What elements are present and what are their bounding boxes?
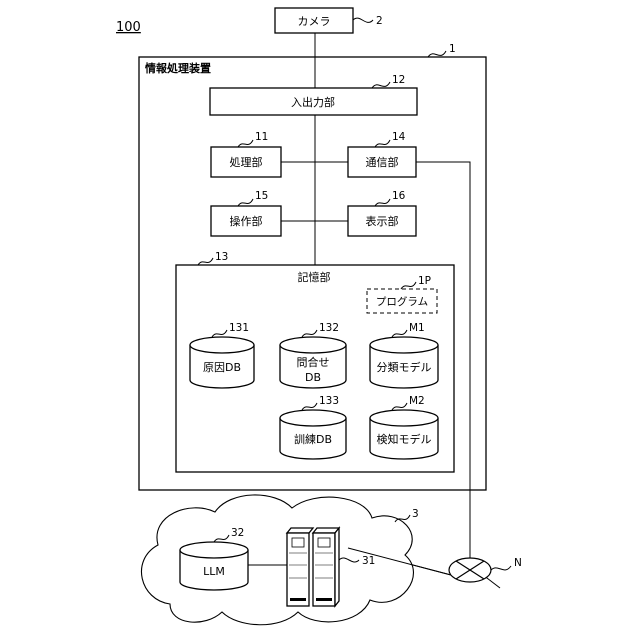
detection-model-ref: M2 [409,395,425,407]
communication-label: 通信部 [366,155,399,169]
training-db-label: 訓練DB [294,432,332,446]
training-db-cylinder-top [280,410,346,426]
classification-model-cylinder-top [370,337,438,353]
cloud-ref: 3 [412,508,419,520]
program-label: プログラム [376,295,428,308]
inquiry-db-label-line1: 問合せ [297,355,330,369]
server-rack-left [287,533,309,606]
io-ref: 12 [392,74,405,86]
classification-model-label: 分類モデル [377,360,432,374]
network-ref: N [514,557,522,569]
storage-label: 記憶部 [298,270,331,284]
camera-ref-leader [353,18,373,22]
cause-db-label: 原因DB [203,361,241,374]
camera-block: カメラ 2 [275,8,383,33]
processing-label: 処理部 [230,155,263,169]
figure-ref-label: 100 [116,20,141,35]
communication-block: 通信部 14 [348,131,416,177]
llm-ref: 32 [231,527,244,539]
io-block: 入出力部 12 [210,74,417,115]
camera-label: カメラ [298,15,331,28]
device-ref: 1 [449,43,456,55]
device-label: 情報処理装置 [145,61,211,75]
network-ref-leader [491,566,511,570]
server-rack-right-vent [316,598,332,601]
device-ref-leader [428,51,446,57]
detection-model-cylinder-top [370,410,438,426]
operation-label: 操作部 [230,214,263,228]
io-ref-leader [372,82,390,88]
server-ref: 31 [362,555,375,567]
server-rack-right [313,533,335,606]
operation-ref: 15 [255,190,268,202]
operation-ref-leader [238,199,253,206]
server-rack-right-side [335,528,339,606]
network-node-block: N [449,557,522,582]
server-rack-left-top [287,528,313,533]
processing-block: 処理部 11 [211,131,281,177]
communication-ref: 14 [392,131,406,143]
program-ref: 1P [418,275,431,287]
processing-ref-leader [238,140,253,147]
communication-ref-leader [375,140,390,147]
display-label: 表示部 [366,214,399,228]
display-ref: 16 [392,190,406,202]
cause-db-cylinder-top [190,337,254,353]
inquiry-db-cylinder-top [280,337,346,353]
camera-ref: 2 [376,15,383,27]
inquiry-db-label-line2: DB [305,371,321,384]
storage-ref: 13 [215,251,228,263]
processing-ref: 11 [255,131,268,143]
server-rack-left-vent [290,598,306,601]
llm-cylinder-top [180,542,248,558]
display-block: 表示部 16 [348,190,416,236]
llm-label: LLM [203,565,225,578]
cause-db-ref: 131 [229,322,249,334]
display-ref-leader [375,199,390,206]
training-db-ref: 133 [319,395,339,407]
operation-block: 操作部 15 [211,190,281,236]
inquiry-db-ref: 132 [319,322,339,334]
storage-ref-leader [198,258,213,265]
detection-model-label: 検知モデル [377,432,432,446]
io-label: 入出力部 [291,95,335,109]
classification-model-ref: M1 [409,322,425,334]
